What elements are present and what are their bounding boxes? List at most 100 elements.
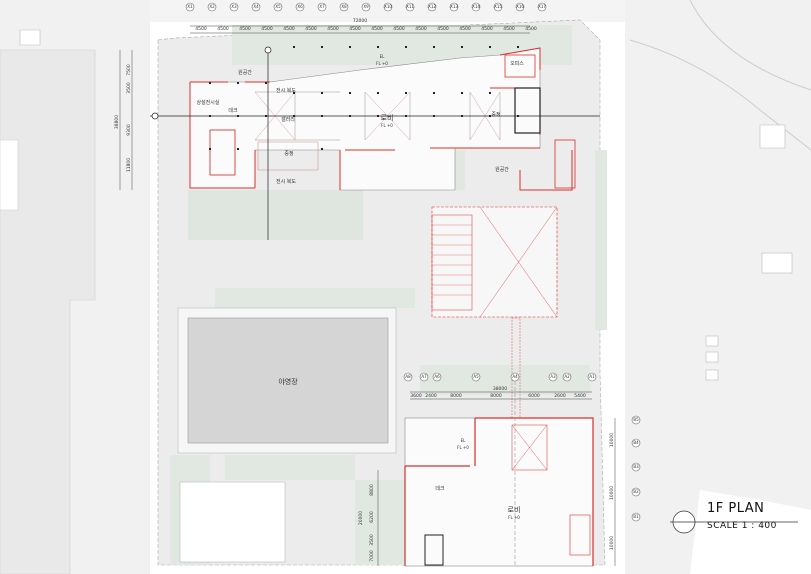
dim-south-right-text: 10000 10000 10000 [609,433,615,550]
plan-title: 1F PLAN [707,501,765,516]
axis-marker-top [264,46,272,54]
grid-label: X4 [253,4,259,9]
south-stair [424,534,444,566]
neighbor-box-2 [705,335,719,347]
dim-bay: 4500 [437,26,449,32]
dim-part: 5400 [574,393,586,399]
dim-part: 3500 [369,534,375,546]
dim-part: 2400 [425,393,437,399]
dim-left-text: 38800 7500 3500 9300 11800 [114,64,132,172]
grid-label: B4 [633,440,639,445]
dim-part: 9300 [126,124,132,136]
room-label: 원공간 [238,69,252,76]
dim-top-text: 72000 4500 4500 4500 4500 4500 4500 4500… [195,18,537,32]
dim-bay: 4500 [239,26,251,32]
site-context-top [150,0,630,22]
grid-label: X14 [472,4,480,9]
room-label: 로비 [381,113,394,122]
north-columns [209,46,519,150]
green-zone-2 [188,190,363,240]
room-label: EL [461,438,467,443]
room-label: EL [380,54,386,59]
grid-label: A6 [434,374,440,379]
grid-bubbles-south-right [631,415,641,522]
grid-label: X1 [187,4,193,9]
grid-label: X6 [297,4,303,9]
grid-label: X13 [450,4,458,9]
neighbor-building [0,139,19,211]
dim-part: 10000 [609,433,615,447]
stair-core-1 [209,129,236,176]
neighbor-lot-left [0,49,96,574]
field-inner [187,317,389,444]
green-zone-4 [215,288,415,308]
pavilion-stair-lines [432,224,472,296]
grid-labels-south: A8 A7 A6 A5 A4 A3 A2 A1 [405,374,595,379]
axis-marker-left [151,112,159,120]
dim-part: 3600 [410,393,422,399]
dim-part: 2600 [554,393,566,399]
dim-south-left-text: 20000 8800 6200 3500 7000 [358,484,375,562]
dim-bay: 4500 [261,26,273,32]
dim-total: 38800 [114,115,120,129]
dim-part: 6000 [528,393,540,399]
pavilion-stair [431,214,473,311]
grid-label: A4 [512,374,518,379]
dim-bay: 4500 [371,26,383,32]
room-label: 야영장 [278,377,298,386]
grid-label: A7 [421,374,427,379]
pavilion-diagonals [479,206,558,318]
room-label: 전시 복도 [276,87,296,94]
room-label: 오피스 [510,60,524,67]
grid-label: X2 [209,4,215,9]
south-toilet [569,514,591,556]
dim-part: 11800 [126,158,132,172]
room-label: 중정 [284,150,293,157]
dim-bay: 4500 [459,26,471,32]
south-void-diag [511,424,548,471]
dim-bay: 4500 [195,26,207,32]
dim-part: 10000 [609,536,615,550]
neighbor-box-4 [705,369,719,381]
dim-bay: 4500 [503,26,515,32]
room-label: FL +0 [508,515,520,520]
grid-labels-south-right: B5 B4 B3 B2 B1 [633,417,639,519]
dim-part: 7000 [369,550,375,562]
grid-label: B1 [633,514,639,519]
grid-label: X11 [406,4,414,9]
road-curve [629,39,811,151]
room-label: 중정 [491,111,500,118]
grid-label: X12 [428,4,436,9]
plan-scale: SCALE 1 : 400 [707,521,777,531]
dim-bay: 4500 [327,26,339,32]
south-void [511,424,548,471]
road-curve-2 [689,0,811,91]
grid-label: X8 [341,4,347,9]
room-label: FL +0 [457,445,469,450]
grid-labels-top: X1 X2 X3 X4 X5 X6 X7 X8 X9 X10 X11 X12 X… [187,4,546,9]
diagonal-lot [19,29,41,46]
dim-bay: 4500 [481,26,493,32]
room-label: 상설전시실 [196,99,219,106]
dim-part: 8000 [490,393,502,399]
dim-bay: 4500 [349,26,361,32]
grid-label: B2 [633,489,639,494]
grid-label: X7 [319,4,325,9]
office-box [504,54,536,78]
grid-label: X3 [231,4,237,9]
dim-bay: 4500 [525,26,537,32]
dim-total: 20000 [358,511,364,525]
dim-part: 8800 [369,484,375,496]
green-zone-5 [595,150,607,330]
room-label: 데크 [435,485,445,492]
grid-bubbles-south [403,372,597,382]
dim-bay: 4500 [217,26,229,32]
grid-label: B5 [633,417,639,422]
stair-core-2 [514,87,541,134]
dim-bay: 4500 [415,26,427,32]
room-label: 데크 [228,107,238,114]
grid-label: A2 [564,374,570,379]
room-label: 전시 복도 [276,178,296,185]
grid-label: A3 [550,374,556,379]
